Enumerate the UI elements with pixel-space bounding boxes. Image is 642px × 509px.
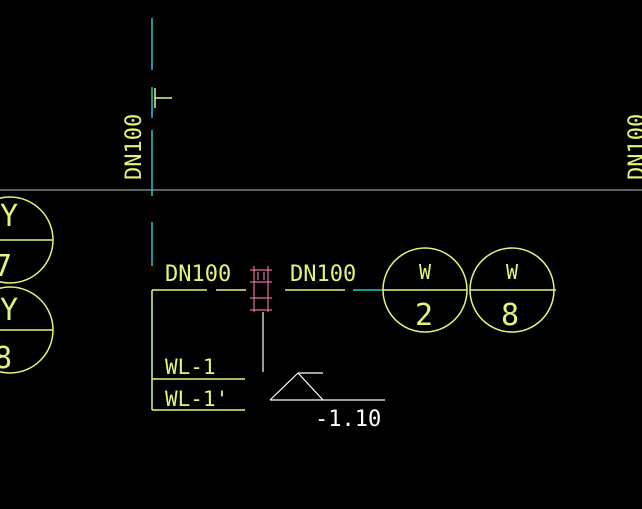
horizontal-pipe-label-1: DN100 — [165, 262, 231, 287]
riser-marker-y7-top: Y — [0, 199, 18, 234]
riser-marker-w8[interactable]: W 8 — [469, 247, 556, 333]
riser-marker-w2-bottom: 2 — [415, 298, 433, 333]
riser-marker-w2-top: W — [419, 260, 432, 284]
flange-valve-symbol[interactable] — [250, 266, 272, 312]
riser-marker-y8-top: Y — [0, 293, 18, 328]
riser-marker-w2[interactable]: W 2 — [382, 247, 468, 333]
elevation-value: -1.10 — [315, 407, 381, 432]
riser-marker-y8[interactable]: Y 8 — [0, 286, 54, 376]
riser-marker-w8-top: W — [506, 260, 519, 284]
elevation-symbol — [269, 372, 385, 401]
riser-marker-w8-bottom: 8 — [501, 298, 519, 333]
line-label-wl1-prime: WL-1' — [165, 387, 228, 411]
right-pipe-label: DN100 — [625, 114, 642, 180]
horizontal-pipe-label-2: DN100 — [290, 262, 356, 287]
riser-marker-y7[interactable]: Y 7 — [0, 196, 54, 284]
vertical-pipe-label: DN100 — [122, 114, 147, 180]
riser-marker-y8-bottom: 8 — [0, 341, 12, 376]
line-label-wl1: WL-1 — [165, 355, 216, 379]
riser-marker-y7-bottom: 7 — [0, 249, 12, 284]
